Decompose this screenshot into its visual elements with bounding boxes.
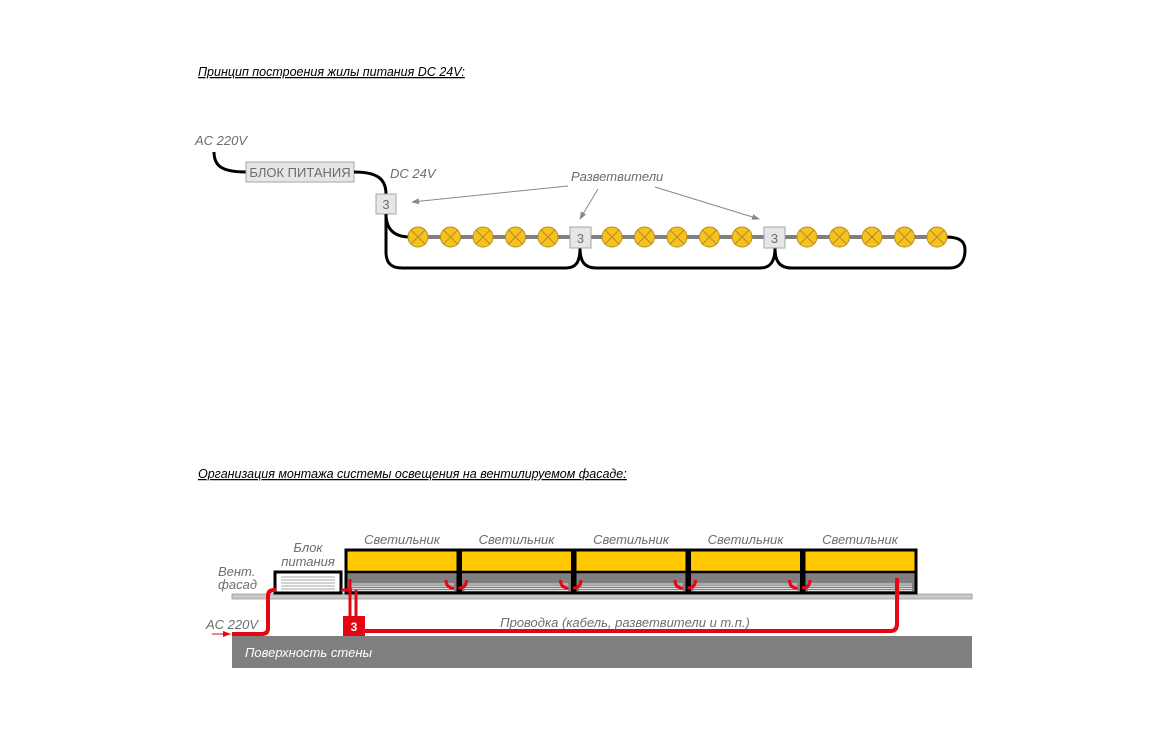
connector-icon [788,579,798,590]
bus-cable-3 [773,235,967,270]
dc-power-diagram: Принцип построения жилы питания DC 24V: … [194,65,967,270]
facade-junction-box: 3 [343,616,365,636]
connector-icon [673,579,684,590]
wall-surface [232,636,972,668]
light-fixture: Светильник [572,532,689,595]
psu-label-line1: Блок [293,540,323,555]
bus-cable-1 [384,214,582,270]
fixture-label: Светильник [593,532,670,547]
power-supply-label: БЛОК ПИТАНИЯ [249,165,350,180]
power-supply-unit [273,570,343,595]
light-fixture: Светильник [458,532,574,595]
dc-output-label: DC 24V [390,166,437,181]
lamp-icon [407,226,429,248]
lamp-icon [699,226,720,248]
fixture-label: Светильник [708,532,785,547]
main-wiring [365,578,899,633]
splitter-box-1: 3 [569,226,592,249]
junction-label: 3 [382,197,389,212]
power-supply-box: БЛОК ПИТАНИЯ [245,161,355,183]
facade-rail [231,593,973,600]
lamp-icon [601,226,623,248]
splitter-box-2: 3 [763,226,786,249]
lamp-icon [894,226,915,248]
facade-label-line2: фасад [218,577,257,592]
splitter-arrow-3 [654,186,760,220]
splitter-arrow-2 [579,188,599,220]
lamp-group [407,226,948,248]
lamp-icon [537,226,559,248]
splitter-arrow-1 [411,185,569,205]
connector-icon [444,579,455,590]
light-fixture: Светильник [801,532,918,595]
connector-icon [801,579,812,590]
wall-surface-label: Поверхность стены [245,645,373,660]
lamp-icon [731,226,753,248]
lamp-icon [861,226,883,248]
facade-label-line1: Вент. [218,564,255,579]
ac-input-label: AC 220V [194,133,248,148]
lamp-icon [829,226,850,248]
ac-cable [212,151,247,174]
connector-icon [458,579,468,590]
lamp-icon [666,226,688,248]
fixture-label: Светильник [479,532,556,547]
facade-diagram: Организация монтажа системы освещения на… [198,467,973,668]
bus-cable-2 [578,247,777,270]
lamp-icon [440,226,461,248]
connector-icon [559,579,569,590]
light-fixture: Светильник [687,532,803,595]
ac-input-wire [232,588,276,636]
feed-cable [384,213,411,239]
light-fixture: Светильник [344,532,460,595]
wiring-label: Проводка (кабель, разветвители и т.п.) [500,615,750,630]
fixture-group: Светильник Светильник Светильник Светильник… [344,532,918,595]
fixture-label: Светильник [364,532,441,547]
ac-input-label-2: AC 220V [205,617,259,632]
junction-label: 3 [577,231,584,246]
connector-icon [687,579,697,590]
facade-diagram-heading: Организация монтажа системы освещения на… [198,467,627,481]
junction-label: 3 [351,620,358,634]
dc-diagram-heading: Принцип построения жилы питания DC 24V: [198,65,465,79]
lamp-icon [796,226,818,248]
lamp-icon [472,226,494,248]
lamp-icon [505,226,526,248]
lamp-icon [634,226,655,248]
psu-label-line2: питания [281,554,335,569]
fixture-label: Светильник [822,532,899,547]
connector-icon [572,579,583,590]
dc-cable [353,170,388,195]
main-junction-box: 3 [375,193,397,215]
lamp-icon [926,226,948,248]
splitters-label: Разветвители [571,169,663,184]
junction-label: 3 [771,231,778,246]
